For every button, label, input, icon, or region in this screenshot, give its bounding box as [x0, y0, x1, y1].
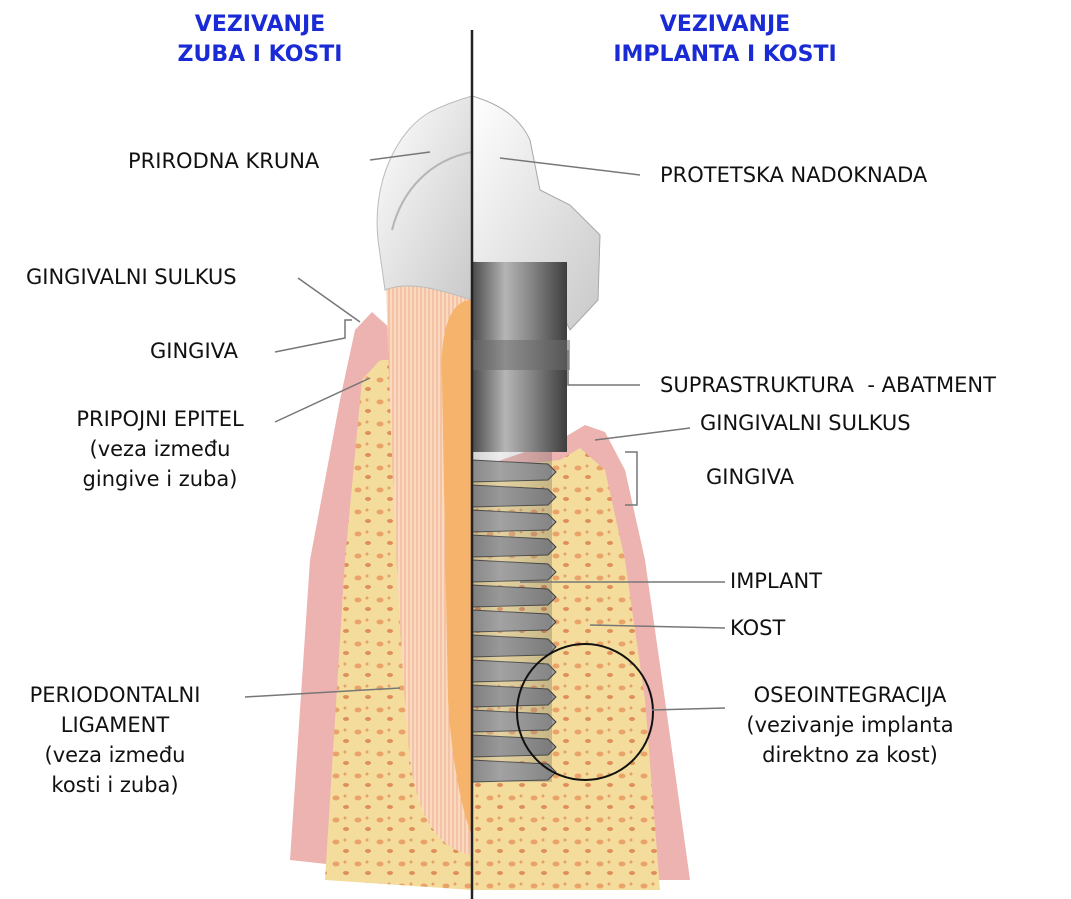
right-header-line2: IMPLANTA I KOSTI [600, 40, 850, 70]
left-header: VEZIVANJE ZUBA I KOSTI [160, 10, 360, 70]
leader-suprastruktura [568, 350, 640, 385]
oseointegracija-line1: OSEOINTEGRACIJA [715, 680, 985, 710]
leader-gingiva-left [275, 320, 352, 352]
implant-body [472, 452, 552, 782]
abutment-collar [472, 340, 570, 370]
left-header-line1: VEZIVANJE [160, 10, 360, 40]
label-gingiva-right: GINGIVA [706, 462, 794, 492]
implant-side [472, 96, 690, 890]
label-gingivalni-sulkus-right: GINGIVALNI SULKUS [700, 408, 911, 438]
pripojni-epitel-line3: gingive i zuba) [40, 464, 280, 494]
label-pripojni-epitel: PRIPOJNI EPITEL (veza između gingive i z… [40, 404, 280, 494]
oseointegracija-line3: direktno za kost) [715, 740, 985, 770]
label-prirodna-kruna: PRIRODNA KRUNA [128, 146, 319, 176]
pripojni-epitel-line1: PRIPOJNI EPITEL [40, 404, 280, 434]
leader-gingivalni-sulkus-left [298, 278, 360, 322]
label-suprastruktura: SUPRASTRUKTURA - ABATMENT [660, 370, 996, 400]
right-header: VEZIVANJE IMPLANTA I KOSTI [600, 10, 850, 70]
oseointegracija-line2: (vezivanje implanta [715, 710, 985, 740]
periodontalni-line3: (veza između [5, 740, 225, 770]
right-header-line1: VEZIVANJE [600, 10, 850, 40]
natural-tooth [290, 96, 472, 890]
leader-gingivalni-sulkus-right [595, 428, 690, 440]
left-header-line2: ZUBA I KOSTI [160, 40, 360, 70]
periodontalni-line1: PERIODONTALNI [5, 680, 225, 710]
label-periodontalni: PERIODONTALNI LIGAMENT (veza između kost… [5, 680, 225, 800]
label-implant: IMPLANT [730, 566, 822, 596]
periodontalni-line2: LIGAMENT [5, 710, 225, 740]
pripojni-epitel-line2: (veza između [40, 434, 280, 464]
periodontalni-line4: kosti i zuba) [5, 770, 225, 800]
label-gingiva-left: GINGIVA [150, 336, 238, 366]
label-oseointegracija: OSEOINTEGRACIJA (vezivanje implanta dire… [715, 680, 985, 770]
label-gingivalni-sulkus-left: GINGIVALNI SULKUS [26, 262, 237, 292]
label-kost: KOST [730, 613, 785, 643]
label-protetska: PROTETSKA NADOKNADA [660, 160, 927, 190]
natural-crown [377, 96, 472, 300]
